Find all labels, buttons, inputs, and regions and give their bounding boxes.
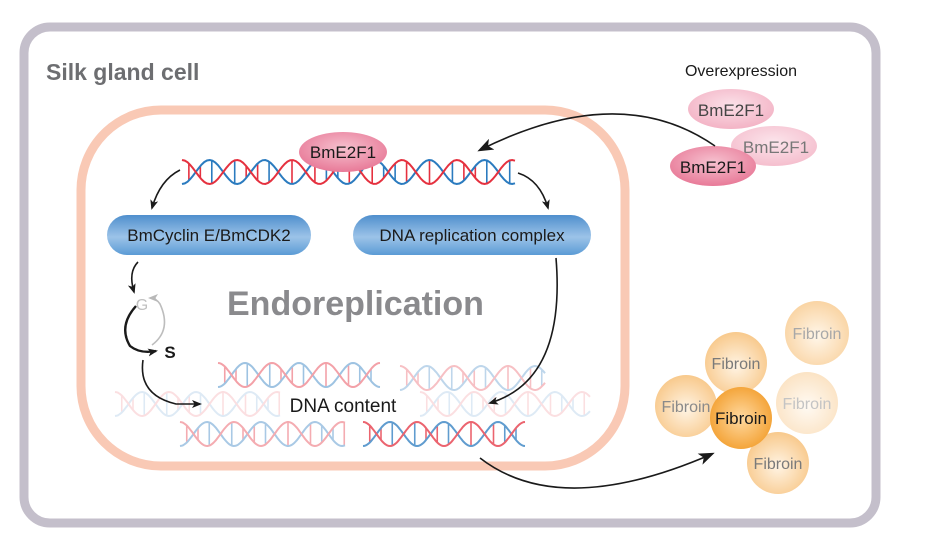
- dna-copy-helix: [399, 364, 546, 392]
- dna-strand: [399, 364, 546, 392]
- arrow-g-to-s: [124, 305, 158, 357]
- dna-content-label: DNA content: [290, 396, 397, 417]
- dna-strand: [114, 390, 281, 418]
- target-dna-replication-complex: DNA replication complex: [353, 215, 591, 255]
- bme2f1-bound-protein: BmE2F1: [299, 132, 387, 172]
- target-cyclin-cdk2: BmCyclin E/BmCDK2: [107, 215, 311, 255]
- fibroin-label: Fibroin: [662, 399, 711, 416]
- dna-strand: [419, 390, 591, 418]
- dna-copy-helix: [362, 420, 526, 448]
- fibroin-label: Fibroin: [754, 456, 803, 473]
- fibroin-faint-right: Fibroin: [776, 372, 838, 434]
- overexpressed-bme2f1-1-label: BmE2F1: [698, 101, 764, 120]
- dna-strand: [179, 420, 346, 448]
- target-cyclin-cdk2-label: BmCyclin E/BmCDK2: [127, 226, 290, 245]
- arrow-replication-to-dna-content: [488, 257, 558, 405]
- fibroin-faint-top-right: Fibroin: [785, 301, 849, 365]
- dna-copy-helix: [114, 390, 281, 418]
- fibroin-cluster: Fibroin Fibroin Fibroin Fibroin Fibroin …: [655, 301, 849, 494]
- overexpressed-bme2f1-2-label: BmE2F1: [743, 138, 809, 157]
- arrow-s-to-g: [148, 294, 166, 346]
- arrow-s-to-dna-content: [141, 359, 202, 408]
- dna-strand: [217, 361, 381, 389]
- fibroin-top: Fibroin: [705, 332, 767, 394]
- overexpressed-bme2f1-1: BmE2F1: [688, 89, 774, 129]
- dna-copy-helix: [179, 420, 346, 448]
- overexpressed-bme2f1-2: BmE2F1: [731, 126, 817, 166]
- dna-strand: [217, 361, 381, 389]
- arrow-dna-to-replication: [517, 172, 550, 210]
- fibroin-left: Fibroin: [655, 375, 717, 437]
- dna-strand: [362, 420, 526, 448]
- overexpression-label: Overexpression: [685, 63, 797, 80]
- dna-copy-helix: [217, 361, 381, 389]
- arrow-dna-to-fibroin: [479, 452, 715, 489]
- nucleus-membrane: [76, 105, 630, 471]
- arrow-cyclin-to-g: [127, 261, 139, 294]
- g-phase-label: G: [136, 297, 148, 314]
- fibroin-label: Fibroin: [712, 356, 761, 373]
- process-label: Endoreplication: [227, 285, 484, 323]
- dna-strand: [362, 420, 526, 448]
- overexpressed-bme2f1-3: BmE2F1: [670, 146, 756, 186]
- dna-strand: [399, 364, 546, 392]
- dna-strand: [181, 158, 516, 186]
- fibroin-label: Fibroin: [793, 326, 842, 343]
- bme2f1-bound-label: BmE2F1: [310, 143, 376, 162]
- dna-content-helices: [114, 361, 591, 448]
- dna-strand: [179, 420, 346, 448]
- s-phase-label: S: [164, 343, 175, 362]
- fibroin-bottom: Fibroin: [747, 432, 809, 494]
- cell-title: Silk gland cell: [46, 59, 199, 85]
- fibroin-label: Fibroin: [715, 409, 767, 428]
- dna-strand: [114, 390, 281, 418]
- target-dna-replication-label: DNA replication complex: [379, 226, 565, 245]
- arrow-overexpression-to-dna: [477, 113, 716, 152]
- arrow-dna-to-cyclin: [150, 169, 181, 210]
- fibroin-label: Fibroin: [783, 396, 832, 413]
- fibroin-center: Fibroin: [710, 387, 772, 449]
- overexpressed-bme2f1-3-label: BmE2F1: [680, 158, 746, 177]
- dna-strand: [419, 390, 591, 418]
